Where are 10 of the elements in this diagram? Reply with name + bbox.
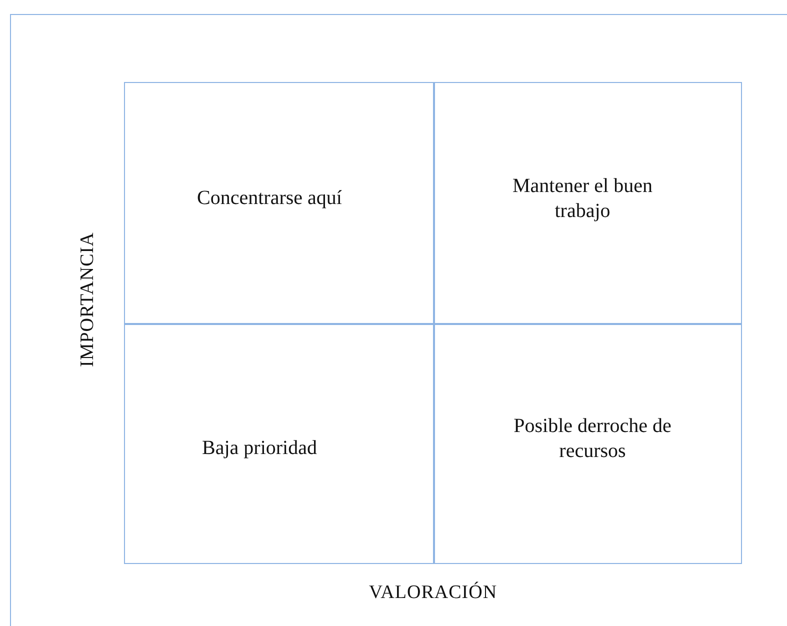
quadrant-label: Posible derroche de recursos bbox=[512, 414, 672, 464]
quadrant-box bbox=[124, 82, 435, 325]
quadrant-label: Baja prioridad bbox=[202, 436, 317, 461]
axis-label: IMPORTANCIA bbox=[77, 232, 99, 370]
quadrant-label: Mantener el buen trabajo bbox=[512, 174, 652, 224]
quadrant-label: Concentrarse aquí bbox=[197, 186, 342, 211]
axis-label: VALORACIÓN bbox=[368, 582, 498, 604]
quadrant-box bbox=[433, 323, 742, 564]
quadrant-box bbox=[124, 323, 435, 564]
quadrant-box bbox=[433, 82, 742, 325]
